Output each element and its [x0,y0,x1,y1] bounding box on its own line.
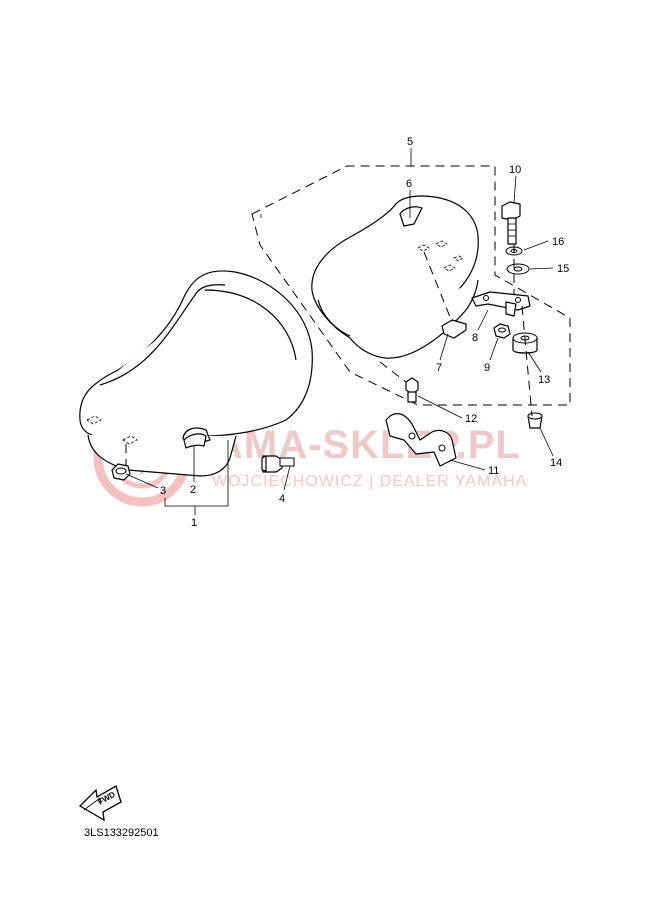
rear-seat-seam [317,299,351,337]
callout-7: 7 [436,362,442,374]
callout-12: 12 [465,413,477,425]
part-14-collar [527,412,543,429]
callout-9: 9 [484,362,490,374]
part-11-bracket [385,413,457,467]
fwd-arrow-icon: FWD [78,785,122,822]
watermark-subtitle: WOJCIECHOWICZ | DEALER YAMAHA [212,473,527,490]
rear-seat-group-outline [251,165,571,406]
rear-seat-hole-2 [435,240,448,248]
callout-15: 15 [557,263,569,275]
callout-14: 14 [550,457,562,469]
centerline-damper [521,305,533,417]
part-10-bolt [501,201,521,245]
callout-10: 10 [509,164,521,176]
part-4-bolt [261,455,295,473]
front-seat-mount-hole [122,435,138,445]
callout-11: 11 [488,465,499,477]
front-seat-ridge [99,284,226,386]
centerline-rear-hook [379,361,407,383]
rear-seat-hole-3 [443,264,456,272]
callout-1: 1 [191,517,197,529]
front-seat-inner-ridge [204,289,297,361]
front-seat [79,270,313,477]
part-2-hook [183,433,207,449]
rear-seat-hole-1 [417,244,430,252]
callouts: 1 2 3 4 5 6 7 8 9 10 11 12 13 14 15 16 [160,136,569,529]
part-15-washer [506,263,530,275]
callout-3: 3 [160,485,166,497]
front-seat-hole [86,415,102,425]
callout-13: 13 [538,374,550,386]
callout-2: 2 [190,484,196,496]
rear-seat [311,195,479,359]
part-7-clip [441,319,467,339]
callout-16: 16 [552,236,564,248]
part-8-bracket [471,291,531,317]
callout-6: 6 [406,178,412,190]
callout-4: 4 [279,493,285,505]
part-3-collar [111,463,131,481]
part-9-nut [493,323,511,339]
callout-8: 8 [472,332,478,344]
part-12-bolt [405,377,419,403]
callout-5: 5 [407,136,413,148]
diagram-code: 3LS133292501 [84,827,159,839]
leader-lines [125,148,554,515]
rear-seat-grip [399,206,423,227]
part-13-damper [512,332,538,354]
rear-seat-hole-4 [453,255,464,262]
centerline-rear-clip [423,251,453,323]
front-seat-base [87,434,237,477]
